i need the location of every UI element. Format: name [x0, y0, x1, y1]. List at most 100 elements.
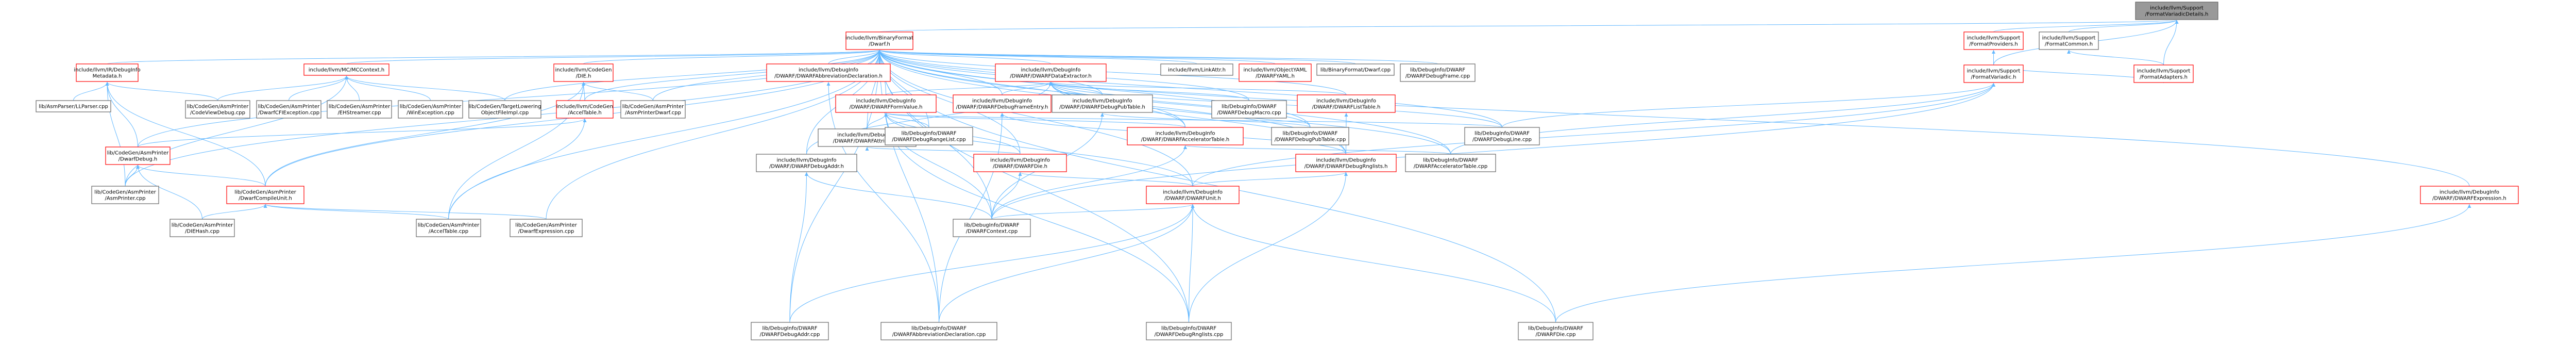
node-box [2133, 64, 2194, 83]
graph-node-binfmt_dwarf_h[interactable]: include/llvm/BinaryFormat/Dwarf.h [845, 31, 913, 50]
node-label: lib/CodeGen/TargetLowering [469, 104, 541, 110]
graph-node-dbg_macro_cpp[interactable]: lib/DebugInfo/DWARF/DWARFDebugMacro.cpp [1211, 100, 1287, 119]
graph-node-accel_tbl_dwarf_h[interactable]: include/llvm/DebugInfo/DWARF/DWARFAccele… [1127, 127, 1244, 145]
graph-node-abbrev_decl_h[interactable]: include/llvm/DebugInfo/DWARF/DWARFAbbrev… [766, 63, 891, 82]
edge-list_table_h-to-data_extractor_h [1049, 81, 1347, 95]
node-box [105, 146, 171, 165]
graph-node-dwarf_cu_h[interactable]: lib/CodeGen/AsmPrinter/DwarfCompileUnit.… [226, 186, 304, 204]
node-label: /DWARF/DWARFDebugRnglists.h [1304, 164, 1388, 170]
node-label: lib/DebugInfo/DWARF [1161, 326, 1216, 332]
edge-dwarf_debug_h-to-dbg_metadata [105, 81, 138, 148]
graph-node-dwarf_debug_h[interactable]: lib/CodeGen/AsmPrinter/DwarfDebug.h [105, 146, 171, 165]
node-label: lib/CodeGen/AsmPrinter [400, 104, 462, 110]
graph-node-dwarf_context_cpp[interactable]: lib/DebugInfo/DWARF/DWARFContext.cpp [953, 219, 1031, 237]
edge-fmt_providers-to-root [1993, 20, 2179, 32]
node-box [953, 219, 1031, 237]
graph-node-mccontext[interactable]: include/llvm/MC/MCContext.h [303, 63, 389, 76]
edge-data_extractor_h-to-binfmt_dwarf_h [877, 50, 1051, 64]
graph-node-cg_dwarfcfi[interactable]: lib/CodeGen/AsmPrinter/DwarfCFIException… [256, 100, 321, 119]
edge-dbg_pubtable_h-to-binfmt_dwarf_h [877, 50, 1103, 95]
graph-node-data_extractor_h[interactable]: include/llvm/DebugInfo/DWARF/DWARFDataEx… [995, 63, 1107, 82]
node-label: /DWARF/DWARFDebugAddr.h [769, 164, 844, 170]
node-label: /DwarfCFIException.cpp [258, 110, 319, 116]
node-label: /DwarfDebug.h [118, 157, 157, 162]
node-label: /FormatVariadicDetails.h [2145, 12, 2209, 18]
edge-dbg_rnglists_cpp-to-form_value_h [884, 112, 1189, 323]
node-box [1160, 63, 1233, 76]
node-label: /DWARFAcceleratorTable.cpp [1414, 164, 1487, 170]
graph-node-accel_tbl_cpp[interactable]: lib/DebugInfo/DWARF/DWARFAcceleratorTabl… [1405, 154, 1496, 172]
node-label: include/llvm/DebugInfo [777, 158, 837, 163]
node-box [995, 63, 1107, 82]
graph-node-dbg_addr_h[interactable]: include/llvm/DebugInfo/DWARF/DWARFDebugA… [756, 154, 857, 172]
graph-node-cg_target_lowering[interactable]: lib/CodeGen/TargetLoweringObjectFileImpl… [468, 100, 541, 119]
graph-node-cg_asmprinter_dwarf[interactable]: lib/CodeGen/AsmPrinter/AsmPrinterDwarf.c… [620, 100, 686, 119]
graph-node-dbg_rnglists_cpp[interactable]: lib/DebugInfo/DWARF/DWARFDebugRnglists.c… [1146, 322, 1232, 340]
node-label: lib/CodeGen/AsmPrinter [107, 151, 169, 156]
graph-node-cg_ehstreamer[interactable]: lib/CodeGen/AsmPrinter/EHStreamer.cpp [327, 100, 392, 119]
node-label: include/llvm/Support [1967, 69, 2021, 74]
node-box [620, 100, 686, 119]
graph-node-dwarf_die_h[interactable]: include/llvm/DebugInfo/DWARF/DWARFDie.h [973, 154, 1067, 172]
graph-node-dwarf_unit_h[interactable]: include/llvm/DebugInfo/DWARF/DWARFUnit.h [1146, 186, 1240, 204]
edge-cg_accel_cpp-to-dwarf_cu_h [263, 204, 449, 220]
node-label: /DwarfCompileUnit.h [239, 196, 292, 202]
graph-node-codegen_die[interactable]: include/llvm/CodeGen/DIE.h [553, 63, 614, 82]
graph-node-dwarf_expr_cpp[interactable]: lib/CodeGen/AsmPrinter/DwarfExpression.c… [510, 219, 583, 237]
graph-node-cg_winexc[interactable]: lib/CodeGen/AsmPrinter/WinException.cpp [398, 100, 463, 119]
graph-node-dbg_pubtable_cpp[interactable]: lib/DebugInfo/DWARF/DWARFDebugPubTable.c… [1271, 127, 1349, 145]
graph-node-cg_accel_cpp[interactable]: lib/CodeGen/AsmPrinter/AccelTable.cpp [416, 219, 481, 237]
graph-node-dwarf_die_cpp[interactable]: lib/DebugInfo/DWARF/DWARFDie.cpp [1518, 322, 1594, 340]
graph-node-dbg_pubtable_h[interactable]: include/llvm/DebugInfo/DWARF/DWARFDebugP… [1052, 94, 1153, 113]
graph-node-diehash_cpp[interactable]: lib/CodeGen/AsmPrinter/DIEHash.cpp [170, 219, 235, 237]
graph-node-asmprinter_cpp[interactable]: lib/CodeGen/AsmPrinter/AsmPrinter.cpp [91, 186, 159, 204]
edge-diehash_cpp-to-dwarf_cu_h [202, 204, 267, 220]
graph-node-link_attr[interactable]: include/llvm/LinkAttr.h [1160, 63, 1233, 76]
graph-node-dbg_frame_cpp[interactable]: lib/DebugInfo/DWARF/DWARFDebugFrame.cpp [1400, 63, 1476, 82]
node-label: lib/DebugInfo/DWARF [1282, 131, 1337, 137]
graph-node-form_value_h[interactable]: include/llvm/DebugInfo/DWARF/DWARFFormVa… [835, 94, 937, 113]
edge-dwarf_context_cpp-to-dbg_addr_h [805, 172, 992, 220]
graph-node-dbg_line_cpp[interactable]: lib/DebugInfo/DWARF/DWARFDebugLine.cpp [1464, 127, 1540, 145]
edge-dwarf_unit_h-to-fmt_variadic [1192, 83, 1995, 187]
node-box [226, 186, 304, 204]
edge-dbg_addr_cpp-to-dwarf_unit_h [789, 204, 1195, 323]
node-box [973, 154, 1067, 172]
edge-cg_asmprinter_dwarf-to-codegen_die [582, 81, 653, 101]
graph-node-list_table_h[interactable]: include/llvm/DebugInfo/DWARF/DWARFListTa… [1297, 94, 1396, 113]
graph-node-abbrev_decl_cpp[interactable]: lib/DebugInfo/DWARF/DWARFAbbreviationDec… [880, 322, 997, 340]
edge-fmt_adapters-to-root [2163, 20, 2179, 65]
graph-node-fmt_providers[interactable]: include/llvm/Support/FormatProviders.h [1963, 31, 2024, 50]
node-label: /AsmPrinterDwarf.cpp [625, 110, 681, 116]
graph-node-fmt_adapters[interactable]: include/llvm/Support/FormatAdapters.h [2133, 64, 2194, 83]
node-box [2039, 31, 2099, 50]
node-box [1464, 127, 1540, 145]
node-label: include/llvm/DebugInfo [1316, 158, 1376, 163]
node-label: /DWARFDebugRangeList.cpp [892, 137, 965, 143]
graph-node-binfmt_dwarf_cpp[interactable]: lib/BinaryFormat/Dwarf.cpp [1316, 63, 1395, 76]
node-label: /DWARFContext.cpp [966, 229, 1018, 235]
node-box [1316, 63, 1395, 76]
graph-node-dbg_rnglists_h[interactable]: include/llvm/DebugInfo/DWARF/DWARFDebugR… [1295, 154, 1397, 172]
graph-node-accel_table_h[interactable]: include/llvm/CodeGen/AccelTable.h [556, 100, 614, 119]
node-label: /DWARF/DWARFAbbreviationDeclaration.h [774, 74, 883, 79]
graph-node-dbg_expr_h[interactable]: include/llvm/DebugInfo/DWARF/DWARFExpres… [2420, 186, 2519, 204]
node-label: include/llvm/DebugInfo [1021, 68, 1081, 73]
graph-node-cg_codeview[interactable]: lib/CodeGen/AsmPrinter/CodeViewDebug.cpp [185, 100, 250, 119]
edge-form_value_h-to-data_extractor_h [886, 81, 1053, 95]
node-label: lib/CodeGen/AsmPrinter [172, 223, 233, 228]
node-box [170, 219, 235, 237]
nodes-layer: include/llvm/Support/FormatVariadicDetai… [36, 2, 2519, 340]
graph-node-dbg_frame_entry_h[interactable]: include/llvm/DebugInfo/DWARF/DWARFDebugF… [953, 94, 1052, 113]
node-label: /Dwarf.h [869, 42, 890, 47]
graph-node-objyaml_dwarf[interactable]: include/llvm/ObjectYAML/DWARFYAML.h [1239, 63, 1312, 82]
graph-node-fmt_variadic[interactable]: include/llvm/Support/FormatVariadic.h [1963, 64, 2024, 83]
node-label: lib/CodeGen/AsmPrinter [258, 104, 320, 110]
node-label: /FormatVariadic.h [1971, 75, 2016, 80]
graph-node-fmt_common[interactable]: include/llvm/Support/FormatCommon.h [2039, 31, 2099, 50]
graph-node-dbg_rangelist_cpp[interactable]: lib/DebugInfo/DWARF/DWARFDebugRangeList.… [885, 127, 973, 145]
graph-node-dbg_addr_cpp[interactable]: lib/DebugInfo/DWARF/DWARFDebugAddr.cpp [751, 322, 829, 340]
node-box [751, 322, 829, 340]
graph-node-asm_parser_ll[interactable]: lib/AsmParser/LLParser.cpp [36, 100, 111, 112]
